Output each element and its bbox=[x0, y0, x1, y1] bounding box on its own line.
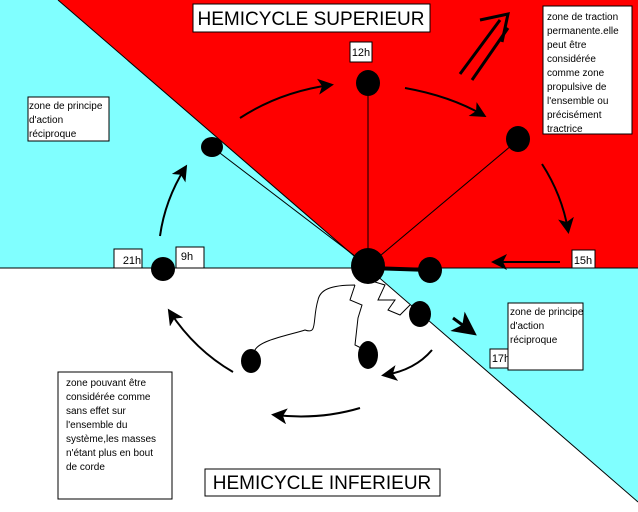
reciprocal-note-right: zone de principe d'action réciproque bbox=[510, 307, 586, 346]
lower-title-box bbox=[204, 468, 441, 497]
arrow-icon bbox=[450, 311, 477, 336]
no-effect-note-box bbox=[57, 371, 173, 500]
upper-title-box bbox=[192, 3, 431, 33]
center-hub bbox=[351, 248, 385, 284]
arrow-icon bbox=[159, 164, 188, 237]
lower-hemicycle-title: HEMICYCLE INFERIEUR bbox=[213, 473, 432, 494]
traction-note: zone de traction permanente.elle peut êt… bbox=[547, 12, 622, 135]
reciprocal-note-right-box bbox=[507, 302, 584, 371]
mass-22h30 bbox=[201, 137, 223, 157]
no-effect-note: zone pouvant être considérée comme sans … bbox=[66, 378, 159, 473]
mass-15h bbox=[418, 257, 442, 283]
arrow-icon bbox=[381, 349, 433, 381]
hour-box-21h bbox=[113, 248, 143, 269]
divider-diagonal-upper bbox=[57, 0, 369, 269]
arrow-icon bbox=[404, 87, 487, 117]
mass-21h-9h bbox=[151, 257, 175, 281]
arrow-icon bbox=[541, 163, 574, 234]
rope-path bbox=[249, 281, 411, 359]
mass-20h bbox=[241, 349, 261, 373]
arrow-icon bbox=[167, 308, 234, 373]
masses bbox=[151, 70, 530, 373]
mass-17h bbox=[409, 301, 431, 327]
reciprocal-zone-left bbox=[0, 0, 368, 268]
traction-note-box bbox=[542, 5, 633, 135]
rotation-arrows bbox=[159, 78, 574, 425]
reciprocal-note-left: zone de principe d'action réciproque bbox=[29, 101, 105, 140]
mass-18h bbox=[358, 341, 378, 369]
mass-13h30 bbox=[506, 126, 530, 152]
hour-label-12h: 12h bbox=[352, 47, 370, 59]
hour-box-12h bbox=[349, 41, 373, 63]
reciprocal-note-left-box bbox=[27, 96, 110, 142]
hour-box-9h bbox=[175, 246, 205, 269]
hour-box-15h bbox=[571, 249, 596, 269]
arrow-icon bbox=[271, 407, 361, 425]
hour-label-21h: 21h bbox=[123, 255, 141, 267]
arrow-icon bbox=[239, 78, 334, 119]
hour-label-9h: 9h bbox=[181, 251, 193, 263]
hour-label-17h: 17h bbox=[492, 353, 510, 365]
upper-hemicycle-title: HEMICYCLE SUPERIEUR bbox=[198, 9, 425, 30]
hour-label-15h: 15h bbox=[574, 255, 592, 267]
traction-arrow-icon bbox=[458, 12, 510, 81]
mass-12h bbox=[356, 70, 380, 96]
upper-zone bbox=[58, 0, 638, 268]
